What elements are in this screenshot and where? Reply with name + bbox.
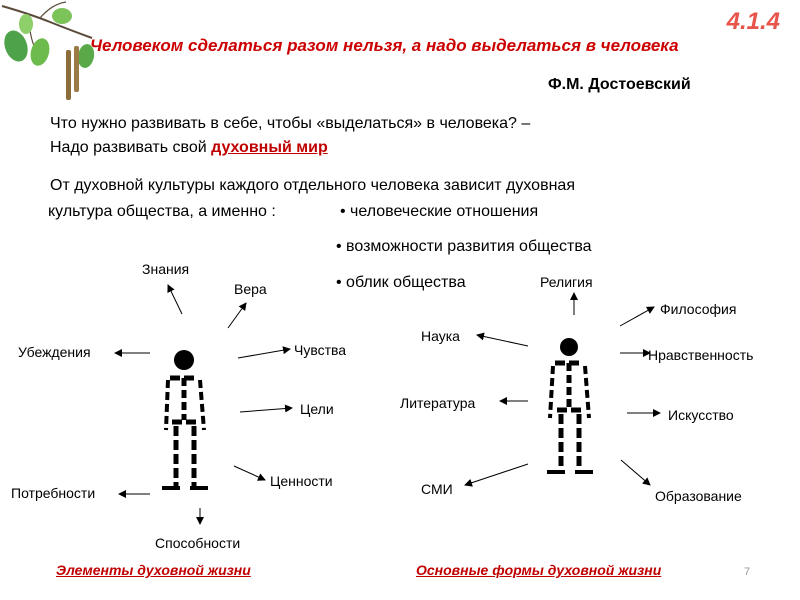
- bullet-item: • возможности развития общества: [336, 238, 592, 255]
- label-sposobnosti: Способности: [155, 535, 241, 551]
- bullet-text: возможности развития общества: [346, 238, 592, 255]
- label-nravstvennost: Нравственность: [648, 347, 754, 363]
- caption-left: Элементы духовной жизни: [56, 562, 251, 578]
- bullet-item: • человеческие отношения: [340, 203, 539, 220]
- right-arrows: [464, 292, 661, 487]
- quote-author: Ф.М. Достоевский: [548, 76, 691, 93]
- person-figure-right: [547, 338, 593, 474]
- slide-number: 4.1.4: [726, 8, 780, 35]
- question-text: Что нужно развивать в себе, чтобы «выдел…: [50, 112, 530, 160]
- label-chuvstva: Чувства: [294, 342, 347, 358]
- statement-line-2: культура общества, а именно :: [48, 203, 276, 220]
- label-ubezhdeniya: Убеждения: [18, 344, 91, 360]
- label-religiya: Религия: [540, 274, 593, 290]
- label-vera: Вера: [234, 281, 267, 297]
- label-tseli: Цели: [300, 401, 334, 417]
- label-obrazovanie: Образование: [655, 488, 742, 504]
- bullet-text: человеческие отношения: [350, 203, 539, 220]
- spiritual-world-highlight: духовный мир: [211, 139, 328, 156]
- label-znaniya: Знания: [142, 261, 190, 277]
- label-iskusstvo: Искусство: [668, 407, 734, 423]
- page-number: 7: [744, 566, 751, 578]
- label-nauka: Наука: [421, 328, 460, 344]
- question-line-2: Надо развивать свой духовный мир: [50, 136, 530, 160]
- label-literatura: Литература: [400, 395, 476, 411]
- caption-right: Основные формы духовной жизни: [416, 562, 662, 578]
- label-smi: СМИ: [421, 481, 453, 497]
- bullet-item: • облик общества: [336, 274, 466, 291]
- label-filosofiya: Философия: [660, 301, 737, 317]
- bullet-text: облик общества: [346, 274, 466, 291]
- label-tsennosti: Ценности: [270, 473, 333, 489]
- statement-line-1: От духовной культуры каждого отдельного …: [50, 177, 575, 194]
- person-figure-left: [162, 350, 208, 490]
- label-potrebnosti: Потребности: [11, 485, 96, 501]
- left-arrows: [114, 284, 293, 525]
- slide-title: Человеком сделаться разом нельзя, а надо…: [90, 36, 679, 55]
- question-line-1: Что нужно развивать в себе, чтобы «выдел…: [50, 115, 531, 132]
- birch-branch-image: [1, 1, 95, 100]
- question-line-2-prefix: Надо развивать свой: [50, 139, 212, 156]
